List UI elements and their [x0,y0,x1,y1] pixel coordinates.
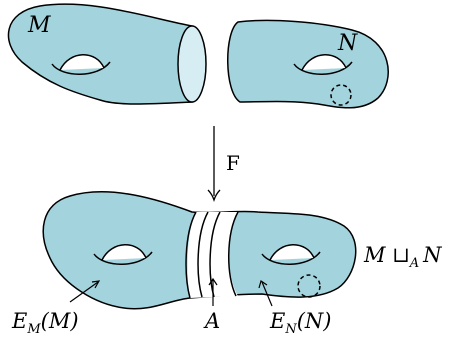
svg-text:EM(M): EM(M) [11,309,79,337]
glued-disk [297,274,321,298]
svg-text:M ⊔AN: M ⊔AN [363,243,442,271]
label-m: M [27,13,51,38]
surface-n-hole [293,54,353,75]
label-a: A [203,277,220,333]
map-arrow: F [207,126,240,203]
glued-surface [42,191,357,310]
label-e-m: EM(M) [11,280,101,337]
svg-text:EN(N): EN(N) [269,309,331,337]
surface-n: N [227,19,389,109]
surface-m-tube-end [177,25,207,103]
svg-text:A: A [203,309,220,333]
surface-m-body [7,3,193,105]
label-map-f: F [226,151,240,175]
glued-hole-right [261,244,321,265]
label-n: N [337,31,358,56]
collar-a [185,211,239,299]
glued-hole-left [93,244,153,265]
surface-n-disk [330,84,352,106]
surface-m-hole [51,54,111,75]
label-e-n: EN(N) [258,280,331,337]
surface-m: M [7,3,207,105]
